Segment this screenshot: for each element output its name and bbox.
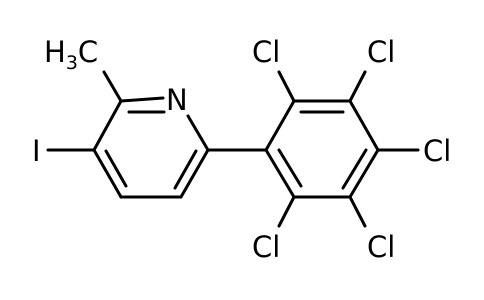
bond-p6-cl [277, 195, 296, 228]
bond-p6-p1 [264, 148, 296, 199]
chlorine-label-4: Cl [423, 134, 451, 168]
bond-p2-cl [277, 70, 296, 103]
bond-n1-c6 [186, 114, 210, 152]
bond-p4-p5 [348, 148, 380, 199]
chlorine-label-5: Cl [367, 230, 395, 264]
methyl-label: H3C [44, 35, 98, 74]
bond-c2-methyl [102, 70, 123, 103]
chlorine-label-3: Cl [367, 35, 395, 69]
bond-p6-p1-inner [277, 148, 303, 188]
bond-c2-n1 [119, 96, 165, 103]
nitrogen-label: N [166, 83, 188, 117]
bond-c4-c3-inner [104, 149, 128, 188]
pyridine-ring [92, 96, 210, 199]
bond-c4-c3 [92, 148, 123, 199]
bond-p4-p5-inner [341, 148, 368, 190]
bond-p3-p4 [348, 99, 380, 152]
bond-p3-cl [348, 70, 367, 103]
bond-c6-c5-inner [173, 149, 198, 190]
bond-p1-p2 [264, 99, 296, 152]
bond-p5-cl [348, 195, 367, 228]
chlorine-label-2: Cl [252, 35, 280, 69]
phenyl-ring [264, 99, 380, 199]
bond-c6-c5 [179, 148, 210, 199]
chlorine-label-6: Cl [252, 230, 280, 264]
bond-c3-c2 [92, 99, 123, 152]
iodine-label: I [32, 134, 41, 168]
